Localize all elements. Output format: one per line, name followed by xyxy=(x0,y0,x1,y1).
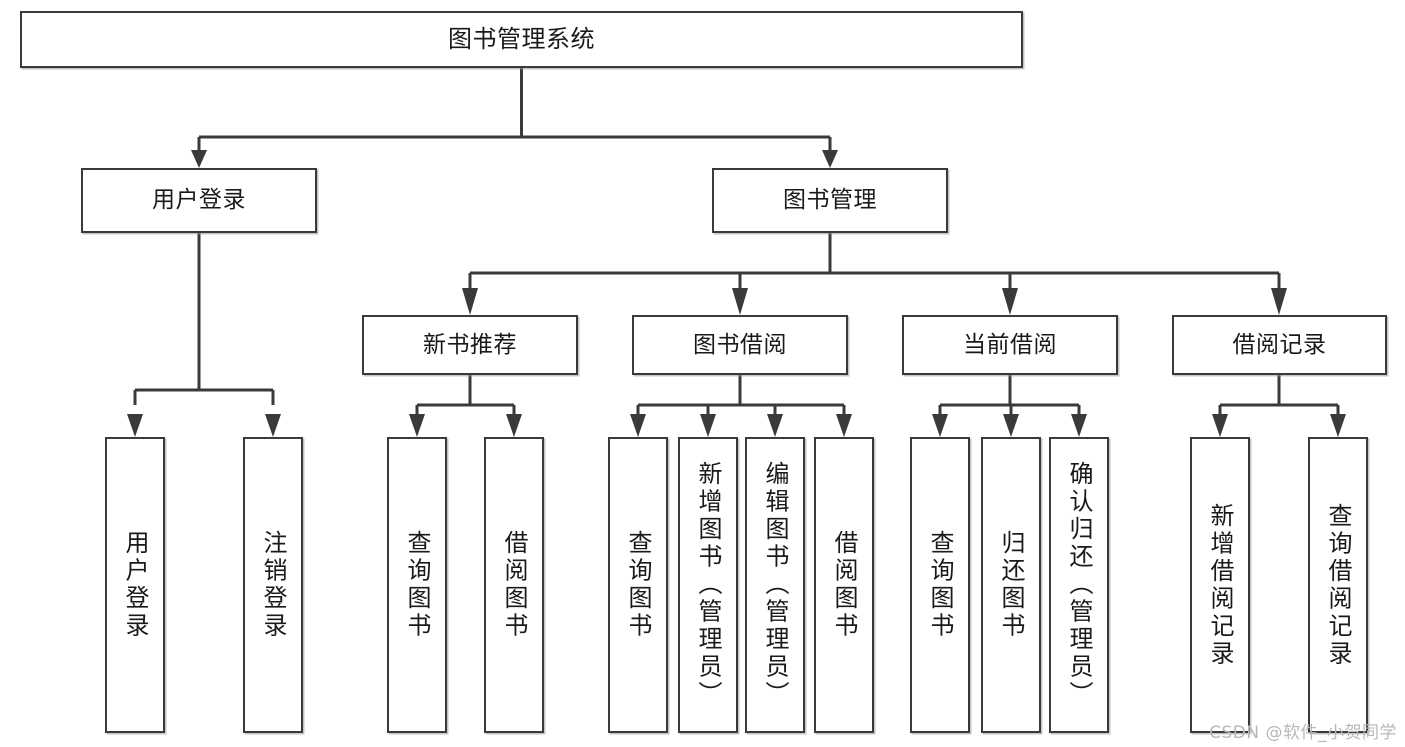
node-label: 新书推荐 xyxy=(423,331,517,358)
node-label: 编辑图书（管理员） xyxy=(761,461,789,709)
node-label: 新增图书（管理员） xyxy=(694,461,722,709)
csdn-watermark: CSDN @软件_小贺同学 xyxy=(1209,723,1397,743)
node-label: 新增借阅记录 xyxy=(1206,502,1234,668)
leaf-user-login[interactable]: 用户登录 xyxy=(105,437,165,733)
node-label: 用户登录 xyxy=(121,530,149,640)
node-new-book-recommendation[interactable]: 新书推荐 xyxy=(362,315,578,375)
node-user-login[interactable]: 用户登录 xyxy=(81,168,317,233)
node-label: 图书管理系统 xyxy=(448,24,595,53)
node-label: 图书管理 xyxy=(783,187,877,214)
leaf-query-book-recommend[interactable]: 查询图书 xyxy=(387,437,447,733)
node-label: 归还图书 xyxy=(997,530,1025,640)
node-book-management[interactable]: 图书管理 xyxy=(712,168,948,233)
leaf-query-book-borrow[interactable]: 查询图书 xyxy=(608,437,668,733)
node-book-borrow[interactable]: 图书借阅 xyxy=(632,315,848,375)
node-borrow-records[interactable]: 借阅记录 xyxy=(1172,315,1387,375)
node-label: 查询借阅记录 xyxy=(1324,502,1352,668)
node-label: 查询图书 xyxy=(624,530,652,640)
leaf-confirm-return-admin[interactable]: 确认归还（管理员） xyxy=(1049,437,1109,733)
leaf-edit-book-admin[interactable]: 编辑图书（管理员） xyxy=(745,437,805,733)
leaf-return-book[interactable]: 归还图书 xyxy=(981,437,1041,733)
node-label: 借阅记录 xyxy=(1232,331,1327,358)
node-root-system[interactable]: 图书管理系统 xyxy=(20,11,1023,68)
node-label: 用户登录 xyxy=(152,187,246,214)
leaf-borrow-book-recommend[interactable]: 借阅图书 xyxy=(484,437,544,733)
node-label: 确认归还（管理员） xyxy=(1065,461,1093,709)
node-current-borrow[interactable]: 当前借阅 xyxy=(902,315,1118,375)
node-label: 借阅图书 xyxy=(500,530,528,640)
leaf-logout[interactable]: 注销登录 xyxy=(243,437,303,733)
node-label: 注销登录 xyxy=(259,530,287,640)
leaf-query-book-current[interactable]: 查询图书 xyxy=(910,437,970,733)
leaf-borrow-book[interactable]: 借阅图书 xyxy=(814,437,874,733)
node-label: 借阅图书 xyxy=(830,530,858,640)
leaf-add-book-admin[interactable]: 新增图书（管理员） xyxy=(678,437,738,733)
leaf-add-borrow-record[interactable]: 新增借阅记录 xyxy=(1190,437,1250,733)
leaf-query-borrow-record[interactable]: 查询借阅记录 xyxy=(1308,437,1368,733)
node-label: 图书借阅 xyxy=(693,331,787,358)
node-label: 查询图书 xyxy=(403,530,431,640)
node-label: 当前借阅 xyxy=(963,331,1057,358)
node-label: 查询图书 xyxy=(926,530,954,640)
